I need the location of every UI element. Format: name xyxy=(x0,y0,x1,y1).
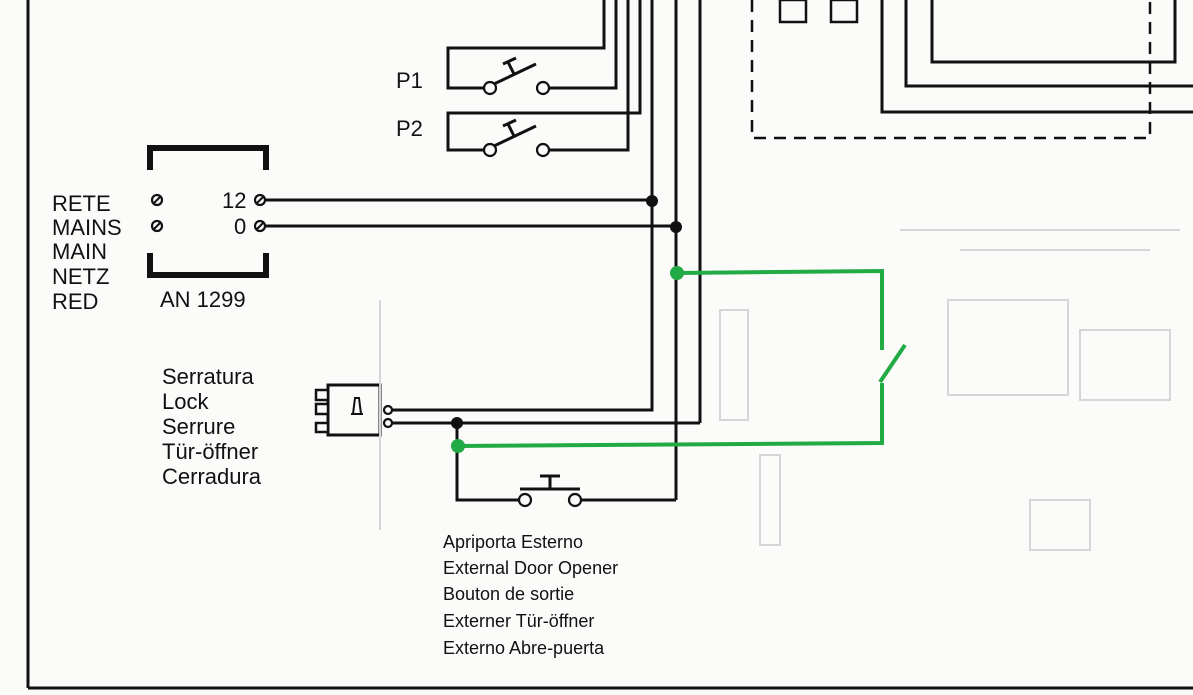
lock-label: Lock xyxy=(162,389,209,414)
terminal-12-label: 12 xyxy=(222,188,246,213)
terminal-0-label: 0 xyxy=(234,214,246,239)
lock-labels: Serratura Lock Serrure Tür-öffner Cerrad… xyxy=(162,364,262,489)
lock-label: Serratura xyxy=(162,364,254,389)
lock-wires xyxy=(392,400,700,502)
lock-label: Serrure xyxy=(162,414,235,439)
background-show-through xyxy=(379,229,1180,551)
external-opener-labels: Apriporta Esterno External Door Opener B… xyxy=(443,532,618,658)
external-opener-label: Externo Abre-puerta xyxy=(443,638,605,658)
added-switch-circuit xyxy=(451,266,907,453)
lock-symbol xyxy=(314,383,394,437)
p1-switch xyxy=(482,56,551,96)
p2-label: P2 xyxy=(396,116,423,141)
indoor-unit-outline xyxy=(750,0,1193,140)
p1-label: P1 xyxy=(396,68,423,93)
power-supply-model: AN 1299 xyxy=(160,287,246,312)
lock-label: Tür-öffner xyxy=(162,439,258,464)
supply-wires xyxy=(266,195,682,233)
mains-label: RED xyxy=(52,289,98,314)
diagram-frame xyxy=(26,0,1193,690)
p2-switch xyxy=(482,118,551,158)
lock-label: Cerradura xyxy=(162,464,262,489)
power-supply xyxy=(147,145,269,278)
external-opener-button xyxy=(517,474,583,508)
mains-label: MAINS xyxy=(52,215,122,240)
external-opener-label: Externer Tür-öffner xyxy=(443,611,594,631)
mains-label: RETE xyxy=(52,191,111,216)
mains-labels: RETE MAINS MAIN NETZ RED xyxy=(52,191,122,314)
top-wire-bundle xyxy=(446,0,702,500)
external-opener-label: Apriporta Esterno xyxy=(443,532,583,552)
mains-label: NETZ xyxy=(52,264,109,289)
mains-label: MAIN xyxy=(52,239,107,264)
external-opener-label: External Door Opener xyxy=(443,558,618,578)
external-opener-label: Bouton de sortie xyxy=(443,584,574,604)
